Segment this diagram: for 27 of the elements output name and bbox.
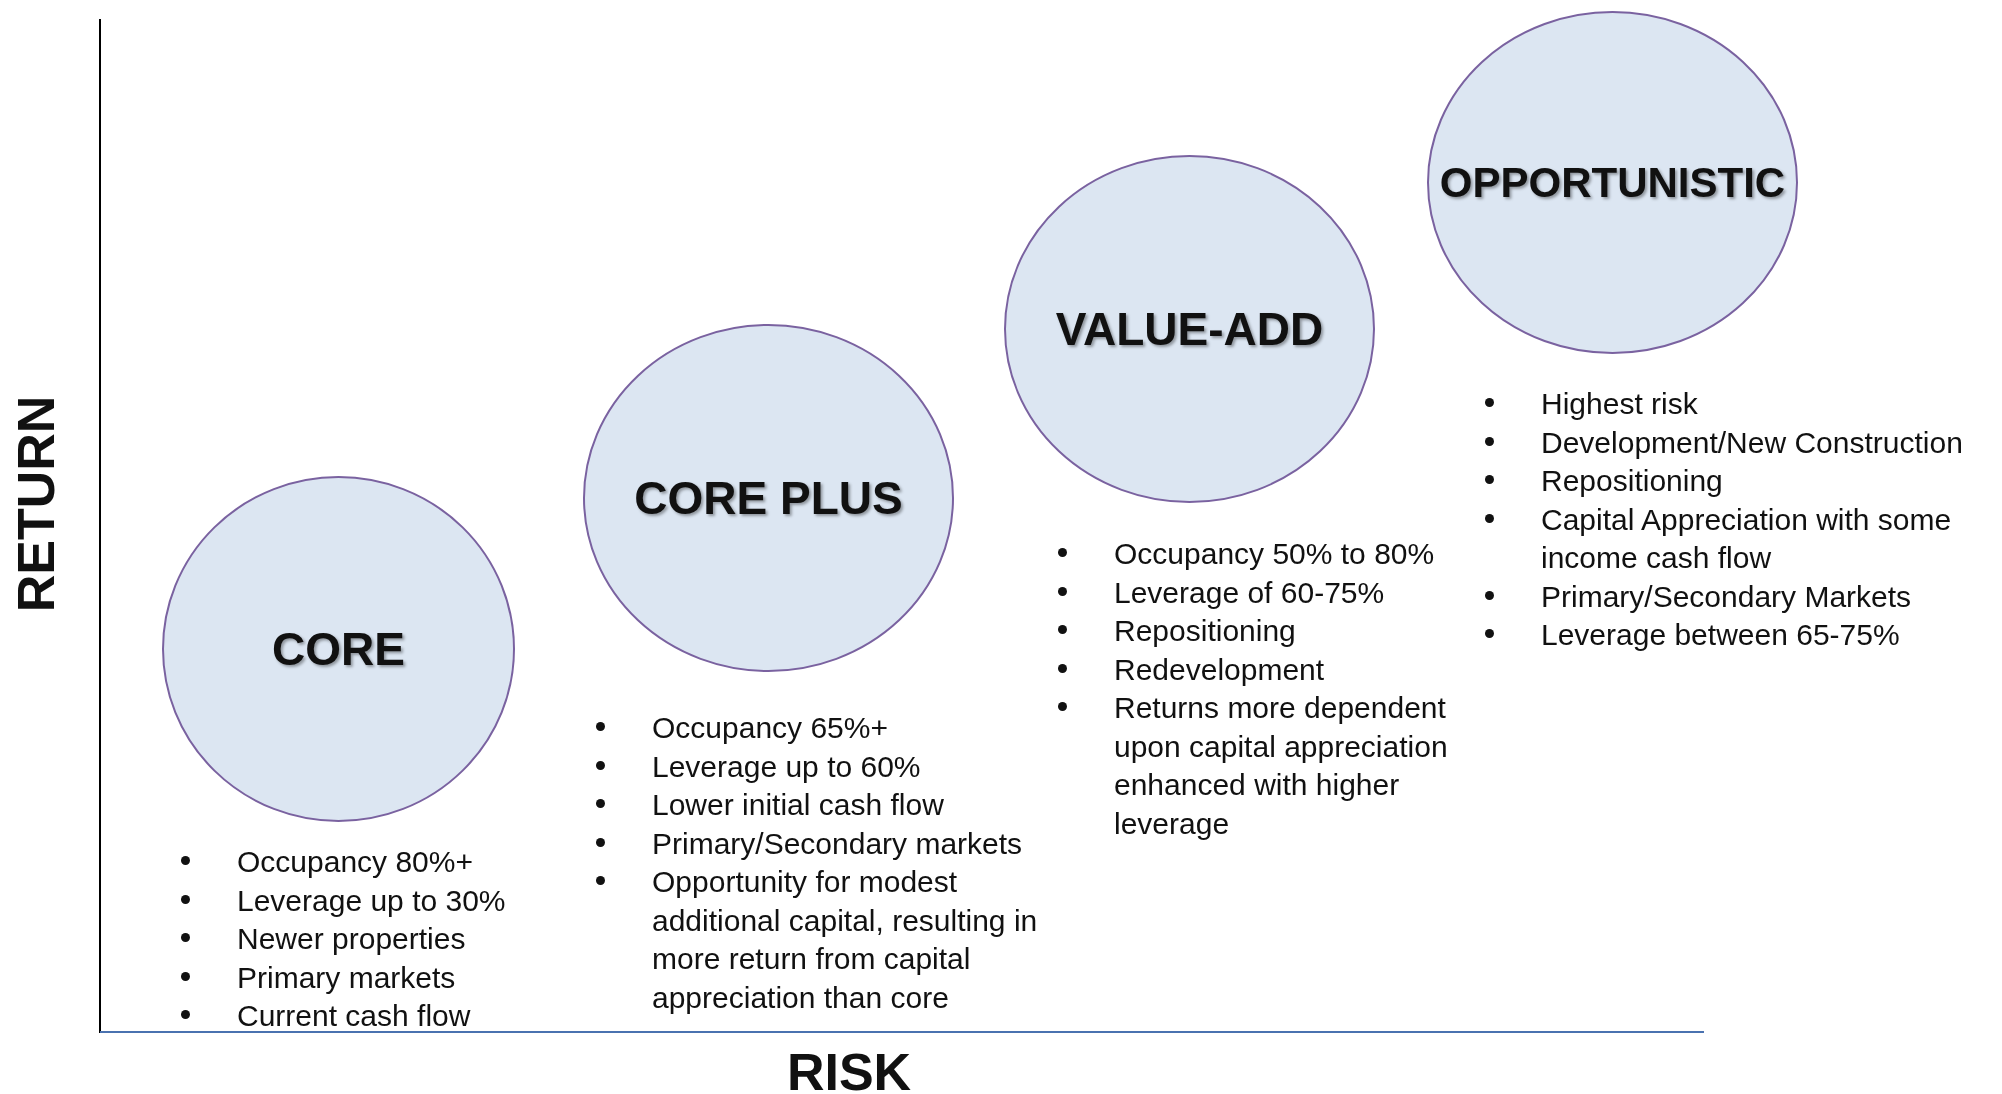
- category-title: CORE PLUS: [634, 471, 903, 525]
- bullet-text: Newer properties: [237, 922, 466, 955]
- vertical-axis-label: RETURN: [6, 395, 66, 613]
- bullet-text: Leverage up to 60%: [652, 749, 921, 783]
- bullet-text: Highest risk: [1541, 387, 1698, 420]
- category-title: OPPORTUNISTIC: [1439, 158, 1786, 207]
- bullet-text: Lower initial cash flow: [652, 788, 944, 821]
- bullet-text: Primary/Secondary markets: [652, 826, 1023, 860]
- category-title: CORE: [272, 622, 405, 676]
- bullet-text: Leverage of 60-75%: [1114, 575, 1385, 609]
- bullet-text: Occupancy 80%+: [237, 845, 473, 878]
- bullet-text: Returns more dependent upon capital appreciation enhanced with higher leverage: [1114, 691, 1448, 840]
- bullet-text: Primary markets: [237, 960, 456, 994]
- bullet-text: Primary/Secondary Markets: [1541, 579, 1912, 613]
- bullet-text: Repositioning: [1114, 614, 1296, 647]
- bullet-text: Occupancy 50% to 80%: [1114, 537, 1435, 570]
- bullet-text: Repositioning: [1541, 464, 1723, 497]
- category-title: VALUE-ADD: [1055, 302, 1324, 356]
- bullet-text: Current cash flow: [237, 999, 471, 1032]
- bullet-text: Leverage between 65-75%: [1541, 618, 1900, 651]
- horizontal-axis-label: RISK: [786, 1042, 912, 1094]
- bullet-text: Capital Appreciation with some income cash flow: [1541, 502, 1952, 574]
- bullet-text: Development/New Construction: [1541, 425, 1963, 459]
- bullet-text: Occupancy 65%+: [652, 711, 888, 744]
- bullet-text: Redevelopment: [1114, 652, 1325, 686]
- bullet-text: Leverage up to 30%: [237, 883, 506, 917]
- bullet-text: Opportunity for modest additional capital, resulting in more return from capital appreciation than core: [652, 865, 1038, 1014]
